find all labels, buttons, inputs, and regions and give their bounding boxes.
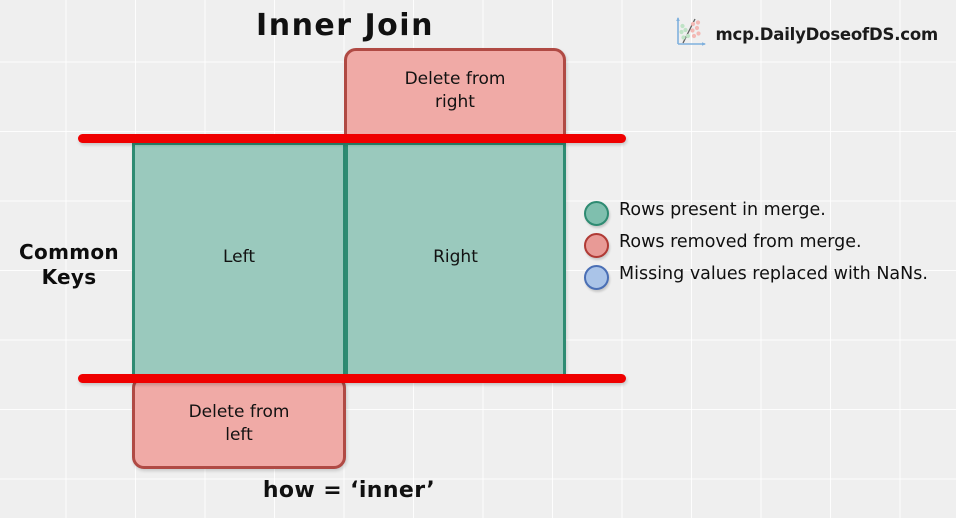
legend-label: Missing values replaced with NaNs. [619, 264, 928, 284]
legend-label: Rows present in merge. [619, 200, 826, 220]
box-left: Left [132, 142, 346, 379]
caption-how-parameter: how = ‘inner’ [262, 478, 436, 503]
page-title: Inner Join [256, 8, 434, 43]
legend-label: Rows removed from merge. [619, 232, 862, 252]
legend-item: Rows removed from merge. [584, 232, 950, 258]
separator-line-top [78, 134, 626, 143]
legend-dot-green [584, 201, 609, 226]
separator-line-bottom [78, 374, 626, 383]
brand-text: mcp.DailyDoseofDS.com [715, 24, 939, 44]
legend-dot-red [584, 233, 609, 258]
legend-item: Rows present in merge. [584, 200, 950, 226]
legend: Rows present in merge. Rows removed from… [584, 200, 950, 296]
box-right-label: Right [433, 247, 478, 267]
box-right: Right [345, 142, 566, 379]
scatter-plot-icon [674, 16, 708, 52]
legend-item: Missing values replaced with NaNs. [584, 264, 950, 290]
brand-logo: mcp.DailyDoseofDS.com [674, 16, 938, 52]
box-left-label: Left [223, 247, 255, 267]
legend-dot-blue [584, 265, 609, 290]
